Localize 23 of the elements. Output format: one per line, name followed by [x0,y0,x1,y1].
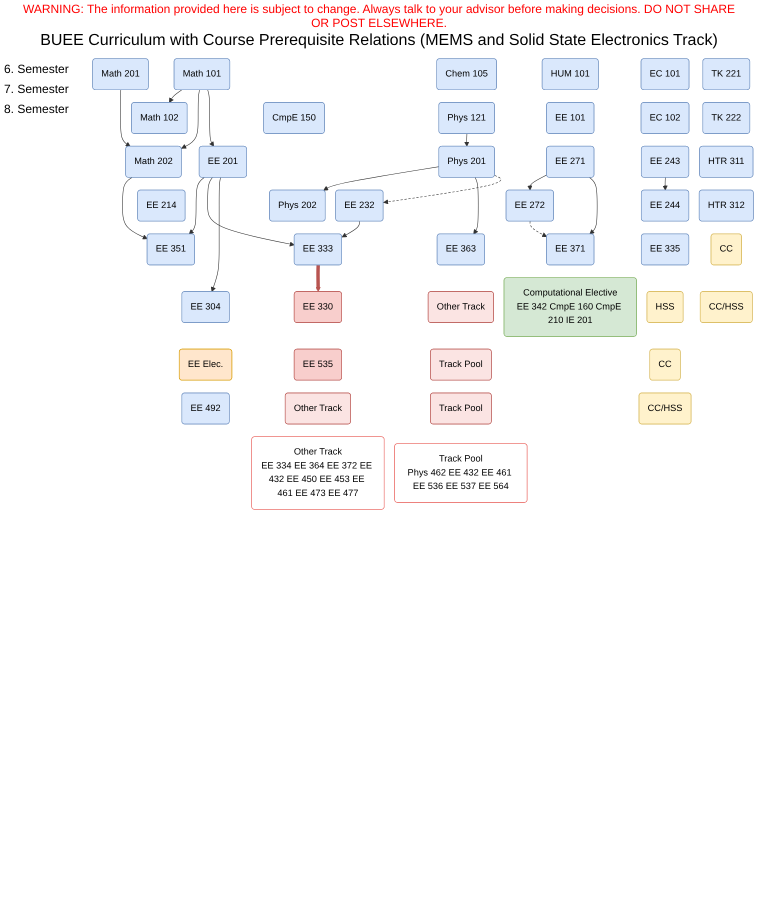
semester-label: 6. Semester [4,62,70,76]
arrow [342,221,360,238]
semester-label: 7. Semester [4,82,70,96]
warning-note: WARNING: The information provided here is subject to change. Always talk to your advisor before making decisions. DO NOT SHARE OR POST ELSEWHERE. [22,2,736,30]
arrow [662,177,668,191]
arrow [169,90,182,103]
arrow [316,264,321,292]
arrow [527,174,548,191]
arrow [530,221,547,238]
semester-label: 8. Semester [4,102,70,116]
arrow [210,177,221,292]
arrow [473,177,479,234]
arrow [122,177,148,240]
arrow [589,177,598,234]
diagram-title: BUEE Curriculum with Course Prerequisite Relations (MEMS and Solid State Electronics Track) [39,32,719,50]
arrow [181,90,200,149]
arrow [207,177,295,247]
arrow [464,134,470,147]
arrow [188,177,204,234]
arrow [323,166,440,191]
arrow [207,90,214,147]
arrow [383,175,502,204]
arrow [120,90,131,147]
